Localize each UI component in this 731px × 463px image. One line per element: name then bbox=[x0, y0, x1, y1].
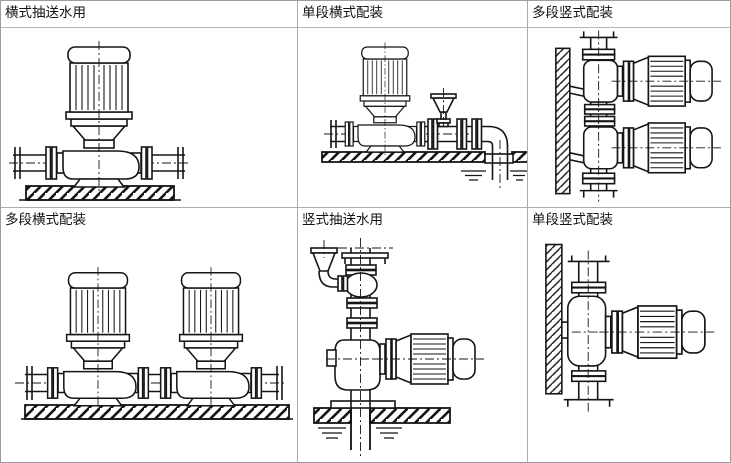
panel-title: 单段横式配装 bbox=[298, 1, 527, 28]
panel-single-stage-horizontal: 单段横式配装 bbox=[298, 1, 528, 208]
panel-horizontal-suction: 横式抽送水用 bbox=[1, 1, 298, 208]
multi-stage-vertical-drawing bbox=[555, 30, 722, 202]
panel-title: 多段横式配装 bbox=[5, 212, 86, 228]
panel-title: 单段竖式配装 bbox=[532, 212, 613, 228]
horizontal-suction-drawing bbox=[9, 40, 191, 201]
single-stage-vertical-drawing bbox=[545, 243, 716, 415]
panel-multi-stage-horizontal: 多段横式配装 bbox=[1, 208, 298, 462]
panel-title: 多段竖式配装 bbox=[528, 1, 730, 28]
multi-stage-horizontal-drawing bbox=[15, 266, 293, 420]
panel-vertical-suction: 竖式抽送水用 bbox=[298, 208, 528, 462]
panel-title: 竖式抽送水用 bbox=[302, 212, 383, 228]
panel-multi-stage-vertical: 多段竖式配装 bbox=[528, 1, 730, 208]
panel-single-stage-vertical: 单段竖式配装 bbox=[528, 208, 730, 462]
single-stage-horizontal-drawing bbox=[321, 41, 527, 188]
panel-title: 横式抽送水用 bbox=[1, 1, 297, 28]
vertical-suction-drawing bbox=[310, 238, 485, 457]
